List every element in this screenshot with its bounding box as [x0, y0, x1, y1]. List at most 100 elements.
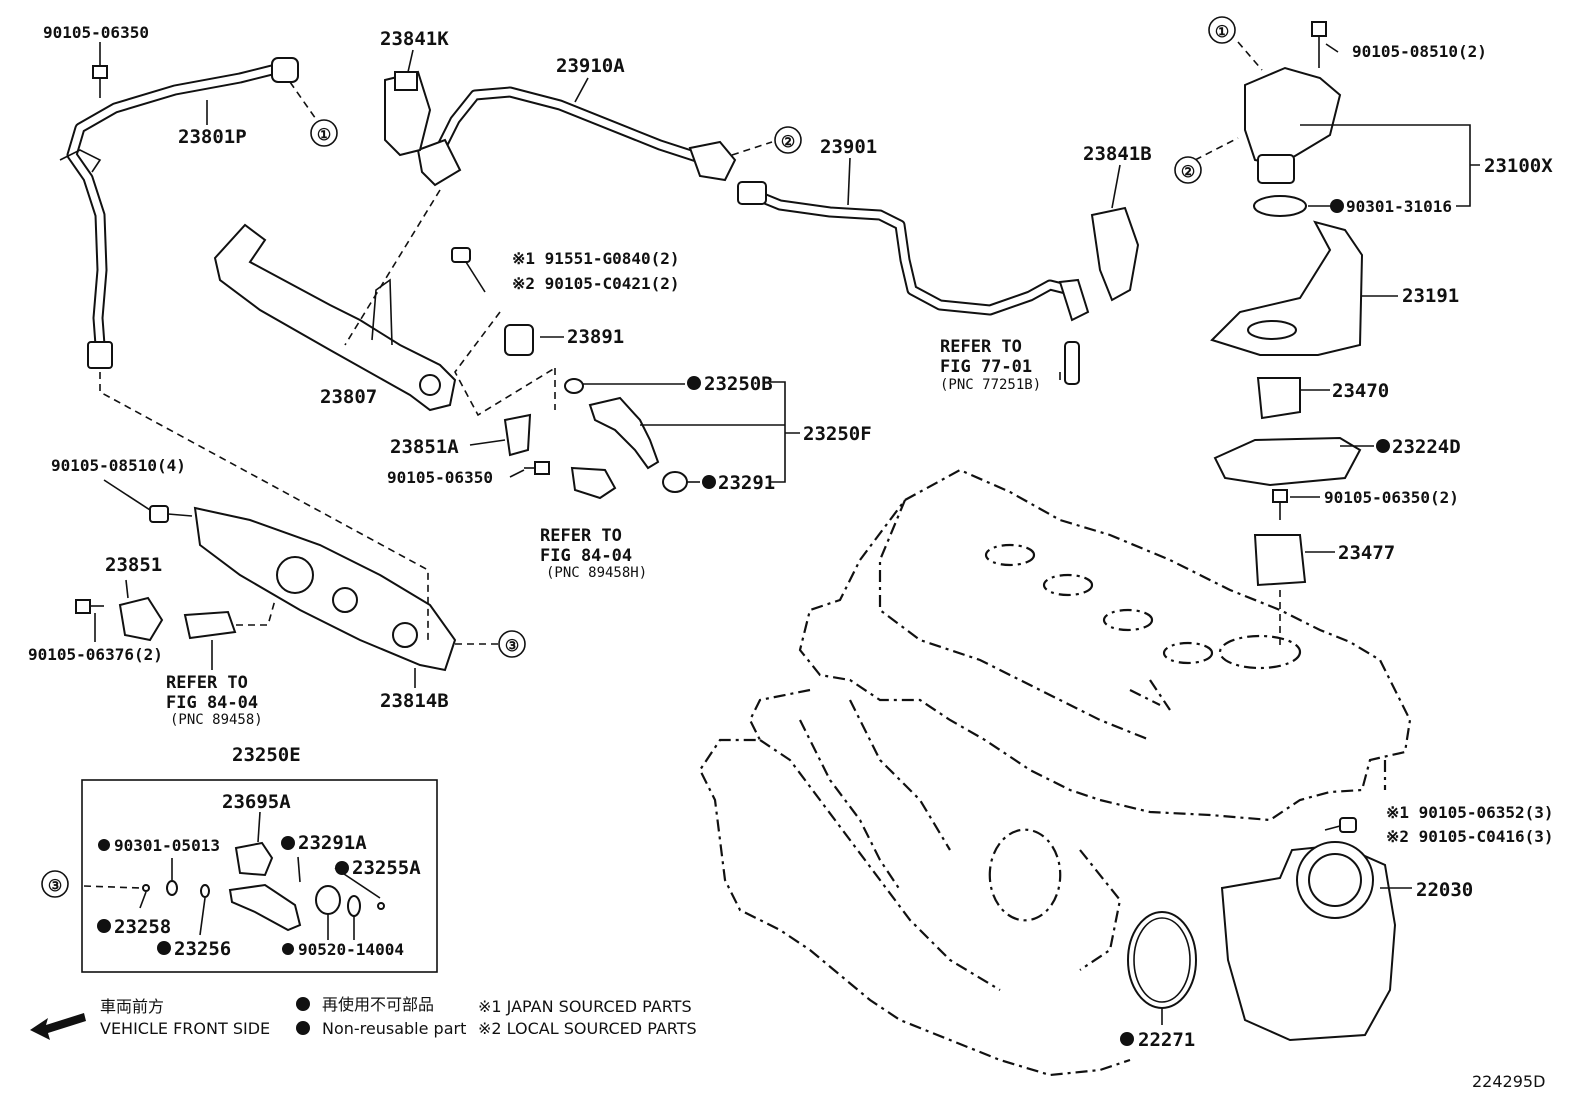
hose-23910A [416, 86, 737, 187]
insulator-23477 [1253, 534, 1307, 587]
legend-note-2: ※2 LOCAL SOURCED PARTS [478, 1019, 697, 1038]
label-23801P: 23801P [178, 126, 247, 148]
label-23191: 23191 [1402, 285, 1459, 307]
dashed-lines [83, 41, 1281, 889]
non-reusable-dots [97, 199, 1390, 1046]
bolt-icon [451, 247, 486, 293]
callout-3 [498, 630, 526, 658]
sensor-89458H [570, 466, 617, 500]
label-91551-G0840: ※1 91551-G0840(2) [512, 249, 680, 268]
label-23291A: 23291A [298, 832, 367, 854]
oring-90301-05013 [166, 880, 178, 896]
refer-to-84-04-line1: REFER TO [166, 673, 248, 693]
label-23250F: 23250F [803, 423, 872, 445]
label-90301-31016: 90301-31016 [1346, 197, 1452, 216]
label-90105-C0416: ※2 90105-C0416(3) [1386, 827, 1554, 846]
label-23224D: 23224D [1392, 436, 1461, 458]
gasket-22271 [1127, 911, 1197, 1009]
bracket-23851 [118, 596, 164, 642]
legend-note-1: ※1 JAPAN SOURCED PARTS [478, 997, 692, 1016]
bolt-icon [92, 65, 108, 98]
label-23470: 23470 [1332, 380, 1389, 402]
seal-23291A [315, 885, 341, 915]
hose-23901 [737, 181, 1090, 322]
bolt-icon [149, 505, 193, 523]
label-23695A: 23695A [222, 791, 291, 813]
oring-23255A [377, 902, 385, 910]
callout-3 [41, 870, 69, 898]
label-23891: 23891 [567, 326, 624, 348]
label-23851A: 23851A [390, 436, 459, 458]
label-90105-06376: 90105-06376(2) [28, 645, 163, 664]
callout-2 [1174, 156, 1202, 184]
legend-nonreuse-en: Non-reusable part [322, 1019, 466, 1038]
label-22030: 22030 [1416, 879, 1473, 901]
refer-to-84-04-line2: FIG 84-04 [166, 693, 258, 713]
refer-to-84-04-h-line2: FIG 84-04 [540, 546, 632, 566]
oring-90520-14004 [347, 895, 361, 917]
label-23100X: 23100X [1484, 155, 1553, 177]
figure-id: 224295D [1472, 1072, 1545, 1091]
clip-23695A [234, 841, 274, 877]
callout-1 [1208, 16, 1236, 44]
label-23807: 23807 [320, 386, 377, 408]
hose-fitting [737, 181, 767, 205]
collar-23891 [504, 324, 534, 356]
label-23250E: 23250E [232, 744, 301, 766]
injector-23250E [228, 883, 302, 932]
label-23477: 23477 [1338, 542, 1395, 564]
leader-lines [94, 42, 1480, 1025]
hose-fitting [87, 341, 113, 369]
refer-to-84-04-h-pnc: (PNC 89458H) [546, 565, 647, 581]
label-22271: 22271 [1138, 1029, 1195, 1051]
label-23258: 23258 [114, 916, 171, 938]
label-90105-06350-2: 90105-06350(2) [1324, 488, 1459, 507]
refer-to-77-01-line1: REFER TO [940, 337, 1022, 357]
hose-23801P [59, 57, 299, 369]
bolt-icon [1272, 489, 1288, 520]
label-23841B: 23841B [1083, 143, 1152, 165]
bracket-hole [1247, 320, 1297, 340]
callout-2 [774, 126, 802, 154]
engine-outline [698, 468, 1412, 1077]
callout-1 [310, 119, 338, 147]
hose-fitting [1058, 278, 1090, 322]
connector-23841B [1090, 206, 1140, 302]
label-90520-14004: 90520-14004 [298, 940, 404, 959]
label-23851: 23851 [105, 554, 162, 576]
label-23841K: 23841K [380, 28, 449, 50]
callout-circles: ① ② ① ② ③ ③ [41, 16, 1236, 898]
refer-to-77-01-pnc: (PNC 77251B) [940, 377, 1041, 393]
connector-23841K [384, 70, 432, 157]
legend: 車両前方 VEHICLE FRONT SIDE 再使用不可部品 Non-reus… [30, 995, 697, 1040]
part-labels: 90105-06350 23841K 23910A 23801P 23901 2… [28, 23, 1554, 1051]
oring-90301-31016 [1253, 195, 1307, 217]
label-23255A: 23255A [352, 857, 421, 879]
label-90105-06350: 90105-06350 [43, 23, 149, 42]
label-90105-06350-mid: 90105-06350 [387, 468, 493, 487]
oring-23258 [142, 884, 150, 892]
seal-23291 [662, 471, 688, 493]
bolt-icon [524, 461, 550, 475]
delivery-pipe-23814B [193, 506, 457, 672]
refer-to-84-04-h-line1: REFER TO [540, 526, 622, 546]
bolt-icon [75, 599, 104, 614]
legend-nonreuse-jp: 再使用不可部品 [322, 995, 434, 1014]
hose-fitting [271, 57, 299, 83]
label-23256: 23256 [174, 938, 231, 960]
kit-box-23250E [81, 779, 438, 973]
hose-connector [688, 140, 737, 182]
refer-notes: REFER TO FIG 77-01 (PNC 77251B) REFER TO… [166, 337, 1041, 728]
svg-text:②: ② [1181, 162, 1195, 181]
label-90105-06352: ※1 90105-06352(3) [1386, 803, 1554, 822]
label-90105-08510-2: 90105-08510(2) [1352, 42, 1487, 61]
oring-23250B [564, 378, 584, 394]
fuel-rail-23807 [213, 223, 457, 412]
svg-text:③: ③ [48, 876, 62, 895]
label-23250B: 23250B [704, 373, 773, 395]
label-23901: 23901 [820, 136, 877, 158]
refer-to-84-04-pnc: (PNC 89458) [170, 712, 263, 728]
gasket-23224D [1213, 436, 1362, 487]
label-23291: 23291 [718, 472, 775, 494]
